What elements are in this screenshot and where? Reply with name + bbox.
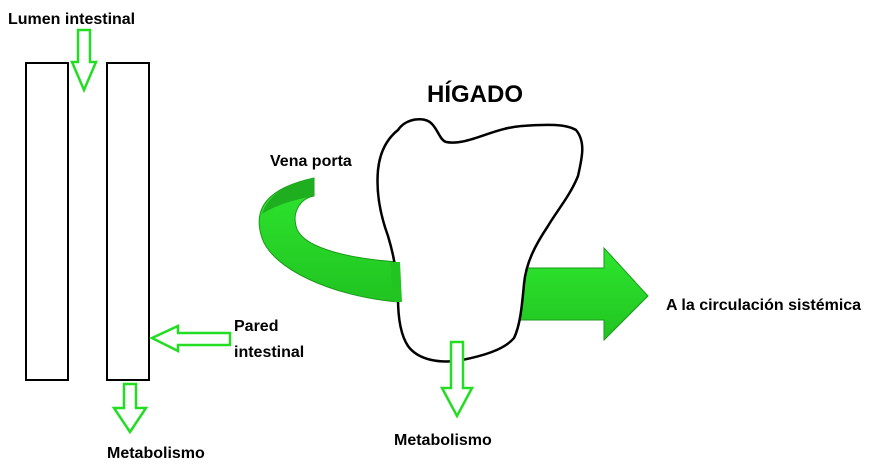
liver-title: HÍGADO	[427, 80, 523, 108]
intestinal-wall-right	[107, 63, 149, 380]
gut-metabolism-label: Metabolismo	[107, 445, 205, 462]
portal-vein-label: Vena porta	[270, 153, 352, 170]
systemic-circulation-label: A la circulación sistémica	[666, 297, 861, 314]
lumen-arrow-down	[72, 30, 96, 90]
systemic-circulation-arrow	[520, 248, 648, 340]
liver-metabolism-label: Metabolismo	[394, 432, 492, 449]
intestinal-wall-left	[26, 63, 68, 380]
gut-metabolism-arrow	[114, 384, 146, 432]
wall-label-line2: intestinal	[234, 344, 304, 361]
wall-arrow-left	[152, 326, 230, 351]
liver-outline[interactable]	[377, 119, 582, 361]
wall-label-line1: Pared	[234, 318, 278, 335]
lumen-label: Lumen intestinal	[8, 11, 135, 28]
